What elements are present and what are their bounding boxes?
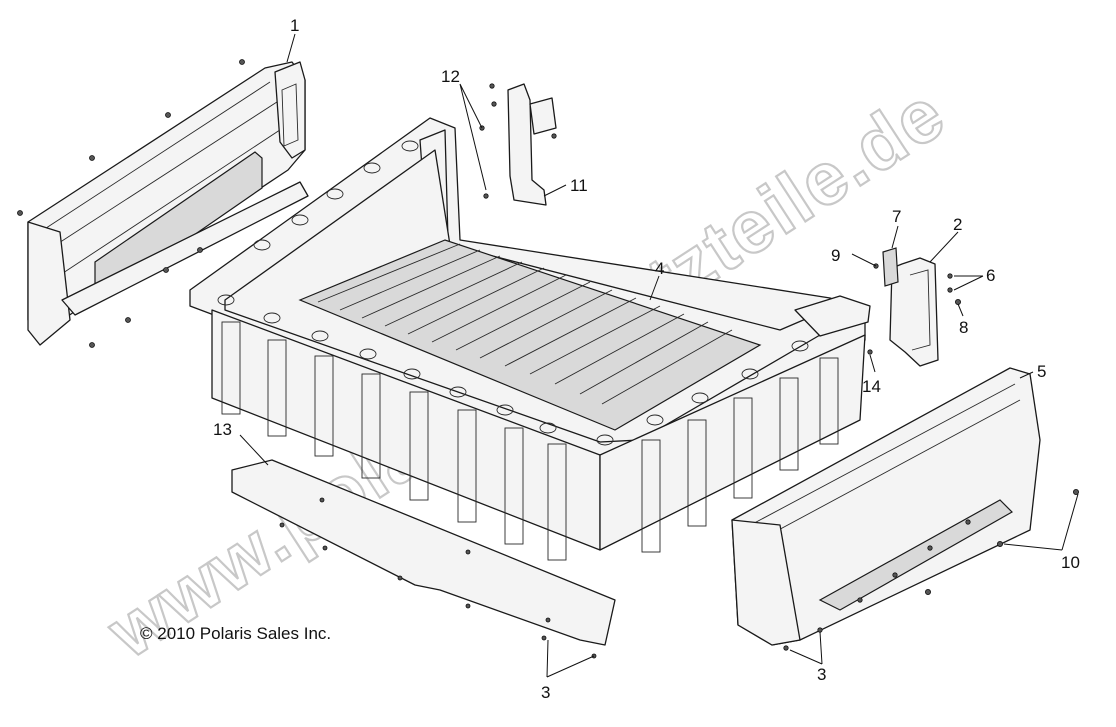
- bracket-11: [479, 83, 557, 206]
- callout-3-right: 3: [817, 665, 826, 684]
- screw-group: [17, 59, 245, 348]
- callout-10: 10: [1061, 553, 1080, 572]
- right-side-panel: [731, 367, 1080, 651]
- rim-holes: [217, 140, 809, 446]
- callout-4: 4: [655, 259, 664, 278]
- left-side-panel: [17, 59, 309, 348]
- leader-lines: [239, 33, 1079, 678]
- callout-13: 13: [213, 420, 232, 439]
- cargo-box: [189, 117, 871, 561]
- box-legs: [221, 321, 839, 561]
- callout-3-left: 3: [541, 683, 550, 702]
- hardware-group: [867, 263, 962, 355]
- callout-7: 7: [892, 207, 901, 226]
- callout-12: 12: [441, 67, 460, 86]
- latch-7: [882, 247, 899, 287]
- callout-9: 9: [831, 246, 840, 265]
- callout-14: 14: [862, 377, 881, 396]
- bottom-plate-13: [231, 459, 616, 659]
- callout-6: 6: [986, 266, 995, 285]
- callout-1: 1: [290, 16, 299, 35]
- callout-11: 11: [570, 176, 588, 195]
- callout-2: 2: [953, 215, 962, 234]
- right-bracket-2: [889, 257, 939, 367]
- copyright-notice: © 2010 Polaris Sales Inc.: [140, 624, 331, 643]
- callout-5: 5: [1037, 362, 1046, 381]
- callout-8: 8: [959, 318, 968, 337]
